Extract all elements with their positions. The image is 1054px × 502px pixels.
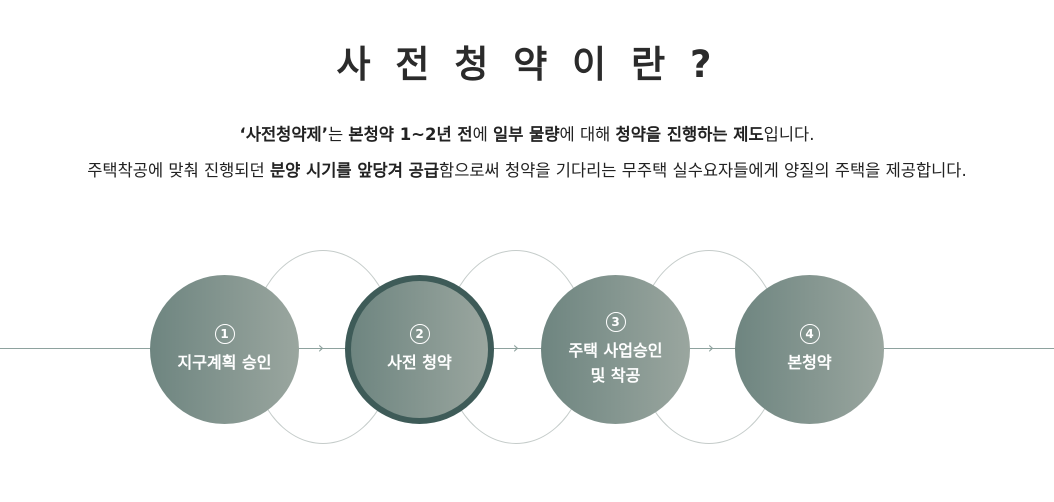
step-circle-1: 1 지구계획 승인 xyxy=(150,275,299,424)
step-label: 사전 청약 xyxy=(387,353,452,372)
desc-seg: ‘사전청약제’ xyxy=(239,125,328,144)
desc-seg: 는 xyxy=(327,125,349,144)
desc-seg: 주택착공에 맞춰 진행되던 xyxy=(87,161,270,180)
chevron-right-icon: › xyxy=(707,338,715,357)
desc-seg: 입니다. xyxy=(763,125,815,144)
desc-seg: 에 xyxy=(472,125,494,144)
step-circle-4: 4 본청약 xyxy=(735,275,884,424)
desc-seg: 함으로써 청약을 기다리는 무주택 실수요자들에게 양질의 주택을 제공합니다. xyxy=(439,161,967,180)
description-line-1: ‘사전청약제’는 본청약 1~2년 전에 일부 물량에 대해 청약을 진행하는 … xyxy=(0,121,1054,145)
desc-seg: 일부 물량 xyxy=(493,125,560,144)
description-line-2: 주택착공에 맞춰 진행되던 분양 시기를 앞당겨 공급함으로써 청약을 기다리는… xyxy=(0,157,1054,181)
step-number: 3 xyxy=(605,311,626,332)
step-number: 1 xyxy=(214,324,235,344)
step-number: 4 xyxy=(799,324,820,344)
desc-seg: 에 대해 xyxy=(559,125,616,144)
step-circle-2: 2 사전 청약 xyxy=(345,275,494,424)
step-label: 주택 사업승인 및 착공 xyxy=(568,340,663,385)
desc-seg: 본청약 1~2년 전 xyxy=(348,125,473,144)
step-circle-3: 3 주택 사업승인 및 착공 xyxy=(541,275,690,424)
page-title: 사 전 청 약 이 란 ? xyxy=(336,43,718,86)
desc-seg: 청약을 진행하는 제도 xyxy=(615,125,764,144)
step-label: 지구계획 승인 xyxy=(177,353,272,372)
desc-seg: 분양 시기를 앞당겨 공급 xyxy=(269,161,440,180)
process-flow: 1 지구계획 승인 › 2 사전 청약 › 3 주택 사업승인 및 착공 › 4… xyxy=(0,240,1054,460)
step-label: 본청약 xyxy=(787,353,832,372)
chevron-right-icon: › xyxy=(512,338,520,357)
chevron-right-icon: › xyxy=(317,338,325,357)
step-number: 2 xyxy=(409,324,430,344)
